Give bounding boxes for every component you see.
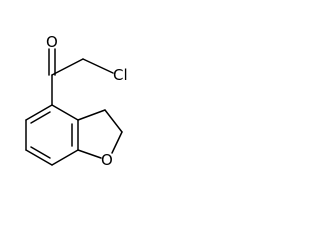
carbonyl-ch2-bond (51, 58, 84, 76)
ring-bond-c5-c4 (25, 104, 53, 121)
chlorine-label: Cl (113, 66, 128, 84)
ring-bond-c4-c3a (51, 104, 79, 121)
furan-bond-c3-c2 (104, 109, 123, 133)
furan-bond-c2-o1 (111, 131, 123, 154)
ring-inner-double-bond-2 (30, 146, 51, 159)
ring-bond-c7-c6 (25, 149, 53, 166)
ring-oxygen-label: O (101, 151, 113, 169)
furan-bond-o1-c7a (77, 149, 102, 159)
ch2-chlorine-bond (82, 58, 114, 74)
ring-bond-c7a-c7 (51, 149, 79, 166)
carbonyl-oxygen-label: O (46, 33, 58, 51)
furan-bond-c3a-c3 (77, 109, 106, 121)
chemical-structure-diagram: O Cl O (25, 33, 128, 169)
ring-inner-double-bond-1 (30, 111, 51, 124)
